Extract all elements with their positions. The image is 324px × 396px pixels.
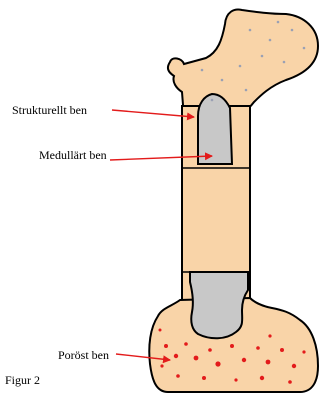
figure-caption: Figur 2 [5,374,40,386]
structural-bone-label: Strukturellt ben [12,104,87,116]
medullary-bone-label: Medullärt ben [39,149,107,161]
lower-marrow-cavity [190,272,248,338]
bone-top-head [168,10,318,118]
porous-bone-label: Poröst ben [58,349,109,361]
upper-marrow-cavity [198,94,232,164]
